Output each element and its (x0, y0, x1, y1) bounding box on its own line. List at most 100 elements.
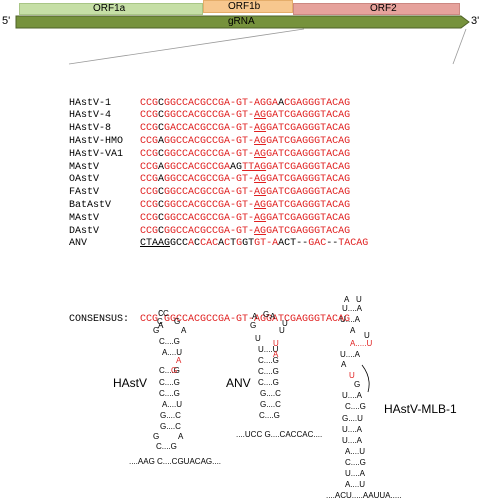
row-name: DAstV (69, 225, 100, 237)
nucleotide-glyph: G....C (260, 400, 281, 409)
nucleotide-glyph: U (255, 334, 261, 343)
nucleotide-glyph: C....G (345, 458, 366, 467)
sequence-segment: T (230, 238, 237, 250)
sequence-segment: TTAG (242, 161, 267, 173)
sequence-segment: A (158, 161, 165, 173)
nucleotide-glyph: A....U (345, 480, 366, 489)
sequence-segment: GGCCACGCCGA-GT- (164, 148, 255, 160)
nucleotide-glyph: U (349, 371, 355, 380)
sequence-segment: GGCCACGCCGA-GT- (164, 135, 255, 147)
sequence-segment: GAC (308, 238, 327, 250)
sequence-segment: GATCGAGGGTACAG (266, 187, 351, 199)
consensus-post: GGCCACGCCGA-GT-AGGATCGAGGGTACAG (164, 314, 351, 326)
nucleotide-glyph: G (174, 317, 181, 326)
anv-base: ....UCC G....CACCAC.... (236, 430, 323, 439)
nucleotide-glyph: U....A (342, 425, 363, 434)
nucleotide-glyph: U....A (342, 436, 363, 445)
nucleotide-glyph: U (273, 339, 279, 348)
sequence-segment: GT (242, 238, 255, 250)
sequence-segment: C (158, 148, 165, 160)
sequence-segment: GGCCACGCCGA-GT- (164, 212, 255, 224)
nucleotide-glyph: C....G (258, 356, 279, 365)
nucleotide-glyph: G....C (160, 422, 181, 431)
row-name: FAstV (69, 187, 100, 199)
sequence-segment: GACCACGCCGA-GT- (164, 123, 255, 135)
sequence-segment: GATCGAGGGTACAG (266, 110, 351, 122)
sequence-segment: C (194, 238, 201, 250)
nucleotide-glyph: A....U (162, 400, 183, 409)
row-name: OAstV (69, 174, 100, 186)
sequence-segment: GATCGAGGGTACAG (266, 148, 351, 160)
sequence-segment: CGAGGGTACAG (284, 97, 351, 109)
nucleotide-glyph: U....U (258, 345, 279, 354)
nucleotide-glyph: U....A (345, 469, 366, 478)
nucleotide-glyph: A.....U (350, 339, 373, 348)
grna-label: gRNA (228, 16, 255, 27)
nucleotide-glyph: U (279, 326, 285, 335)
nucleotide-glyph: A (341, 360, 347, 369)
sequence-segment: GGCCACGCCGA-GT- (164, 225, 255, 237)
sequence-segment: AG (254, 199, 267, 211)
row-name: ANV (69, 238, 88, 250)
sequence-segment: GATCGAGGGTACAG (266, 135, 351, 147)
sequence-segment: GATCGAGGGTACAG (266, 174, 351, 186)
sequence-segment: GGCCACGCCGA (164, 161, 231, 173)
sequence-segment: AG (230, 161, 243, 173)
nucleotide-glyph: U (282, 319, 288, 328)
sequence-segment: A (188, 238, 195, 250)
nucleotide-glyph: G (153, 432, 160, 441)
sequence-segment: -- (326, 238, 339, 250)
orf1b-bar (203, 0, 293, 13)
anv-structure-label: ANV (226, 376, 251, 390)
hastv-structure-label: HAstV (113, 376, 148, 390)
nucleotide-glyph: G (263, 310, 270, 319)
mlb-structure-label: HAstV-MLB-1 (384, 402, 457, 416)
nucleotide-glyph: U (356, 295, 362, 304)
three-prime-label: 3' (471, 15, 480, 27)
sequence-segment: GATCGAGGGTACAG (266, 212, 351, 224)
sequence-segment: CTAAG (140, 238, 171, 250)
hastv-base: ....AAG C....CGUACAG.... (129, 457, 222, 466)
sequence-segment: A (278, 97, 285, 109)
sequence-segment: TACAG (338, 238, 369, 250)
sequence-segment: GGCCACGCCGA-GT- (164, 187, 255, 199)
nucleotide-glyph: G (171, 366, 178, 375)
sequence-segment: AG (254, 174, 267, 186)
nucleotide-glyph: A (181, 326, 187, 335)
nucleotide-glyph: A (273, 350, 279, 359)
consensus-bottom: A (158, 321, 164, 332)
consensus-ambiguity: C A (158, 309, 164, 331)
nucleotide-glyph: G (354, 380, 361, 389)
nucleotide-glyph: A (350, 326, 356, 335)
sequence-segment: CCG (140, 110, 159, 122)
sequence-segment: A (218, 238, 225, 250)
mlb-base: ....ACU.....AAUUA..... (326, 491, 402, 500)
sequence-segment: AG (254, 148, 267, 160)
sequence-segment: A (158, 174, 165, 186)
nucleotide-glyph: A....U (162, 348, 183, 357)
sequence-segment: AG (254, 123, 267, 135)
sequence-segment: ACT-- (278, 238, 309, 250)
row-name: HAstV-4 (69, 110, 112, 122)
sequence-segment: CAC (200, 238, 219, 250)
sequence-segment: C (158, 123, 165, 135)
sequence-segment: CCG (140, 212, 159, 224)
nucleotide-glyph: U....A (340, 315, 361, 324)
row-name: HAstV-VA1 (69, 148, 124, 160)
row-name: MAstV (69, 161, 100, 173)
sequence-segment: AG (254, 225, 267, 237)
nucleotide-glyph: C....G (345, 402, 366, 411)
sequence-segment: GATCGAGGGTACAG (266, 199, 351, 211)
sequence-segment: AG (254, 187, 267, 199)
sequence-segment: C (158, 212, 165, 224)
sequence-segment: GATCGAGGGTACAG (266, 161, 351, 173)
sequence-segment: GGCCACGCCGA-GT- (164, 199, 255, 211)
sequence-segment: CCG (140, 135, 159, 147)
nucleotide-glyph: C....G (258, 367, 279, 376)
